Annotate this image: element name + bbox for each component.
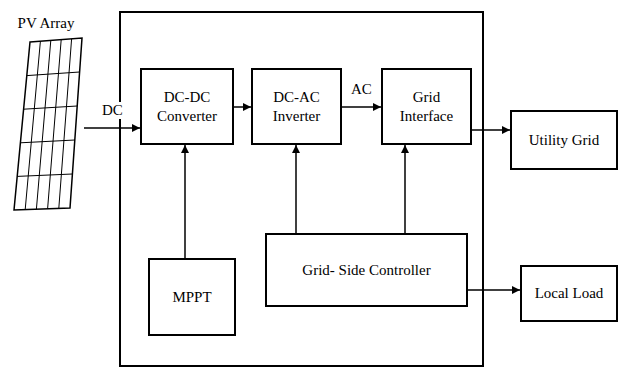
pv-array: PV Array: [8, 14, 84, 212]
flow-arrow: [472, 129, 510, 131]
text-group: Local Load: [535, 284, 604, 303]
signal-label: DC: [100, 102, 125, 119]
pv-panel-symbol: [14, 38, 82, 210]
node-label: MPPT: [172, 288, 211, 307]
converter-box: DC-DC Converter: [140, 68, 234, 145]
mppt-box: MPPT: [148, 258, 236, 336]
interface-box: Grid Interface: [381, 68, 472, 145]
text-group: Utility Grid: [529, 131, 599, 150]
flow-arrow: [295, 145, 297, 233]
text-group: PV Array: [18, 14, 75, 33]
flow-arrow: [468, 289, 520, 291]
flow-arrow: [234, 106, 251, 108]
controller-box: Grid- Side Controller: [265, 233, 468, 307]
signal-label: AC: [349, 81, 374, 98]
load-box: Local Load: [520, 265, 618, 322]
node-label: DC-AC Inverter: [257, 88, 336, 126]
node-label: PV Array: [18, 14, 75, 33]
flow-arrow: [84, 127, 140, 129]
node-label: Grid Interface: [387, 88, 466, 126]
text-group: MPPT: [172, 288, 211, 307]
flow-arrow: [404, 145, 406, 233]
flow-arrow: [342, 106, 381, 108]
node-label: Local Load: [535, 284, 604, 303]
flow-arrow: [184, 145, 186, 258]
node-label: DC-DC Converter: [146, 88, 228, 126]
system-enclosure: [120, 12, 483, 366]
text-group: DC-AC Inverter: [257, 88, 336, 126]
text-group: Grid Interface: [387, 88, 466, 126]
inverter-box: DC-AC Inverter: [251, 68, 342, 145]
grid-box: Utility Grid: [510, 110, 618, 170]
text-group: DC-DC Converter: [146, 88, 228, 126]
node-label: Utility Grid: [529, 131, 599, 150]
node-label: Grid- Side Controller: [302, 261, 430, 280]
text-group: Grid- Side Controller: [302, 261, 430, 280]
